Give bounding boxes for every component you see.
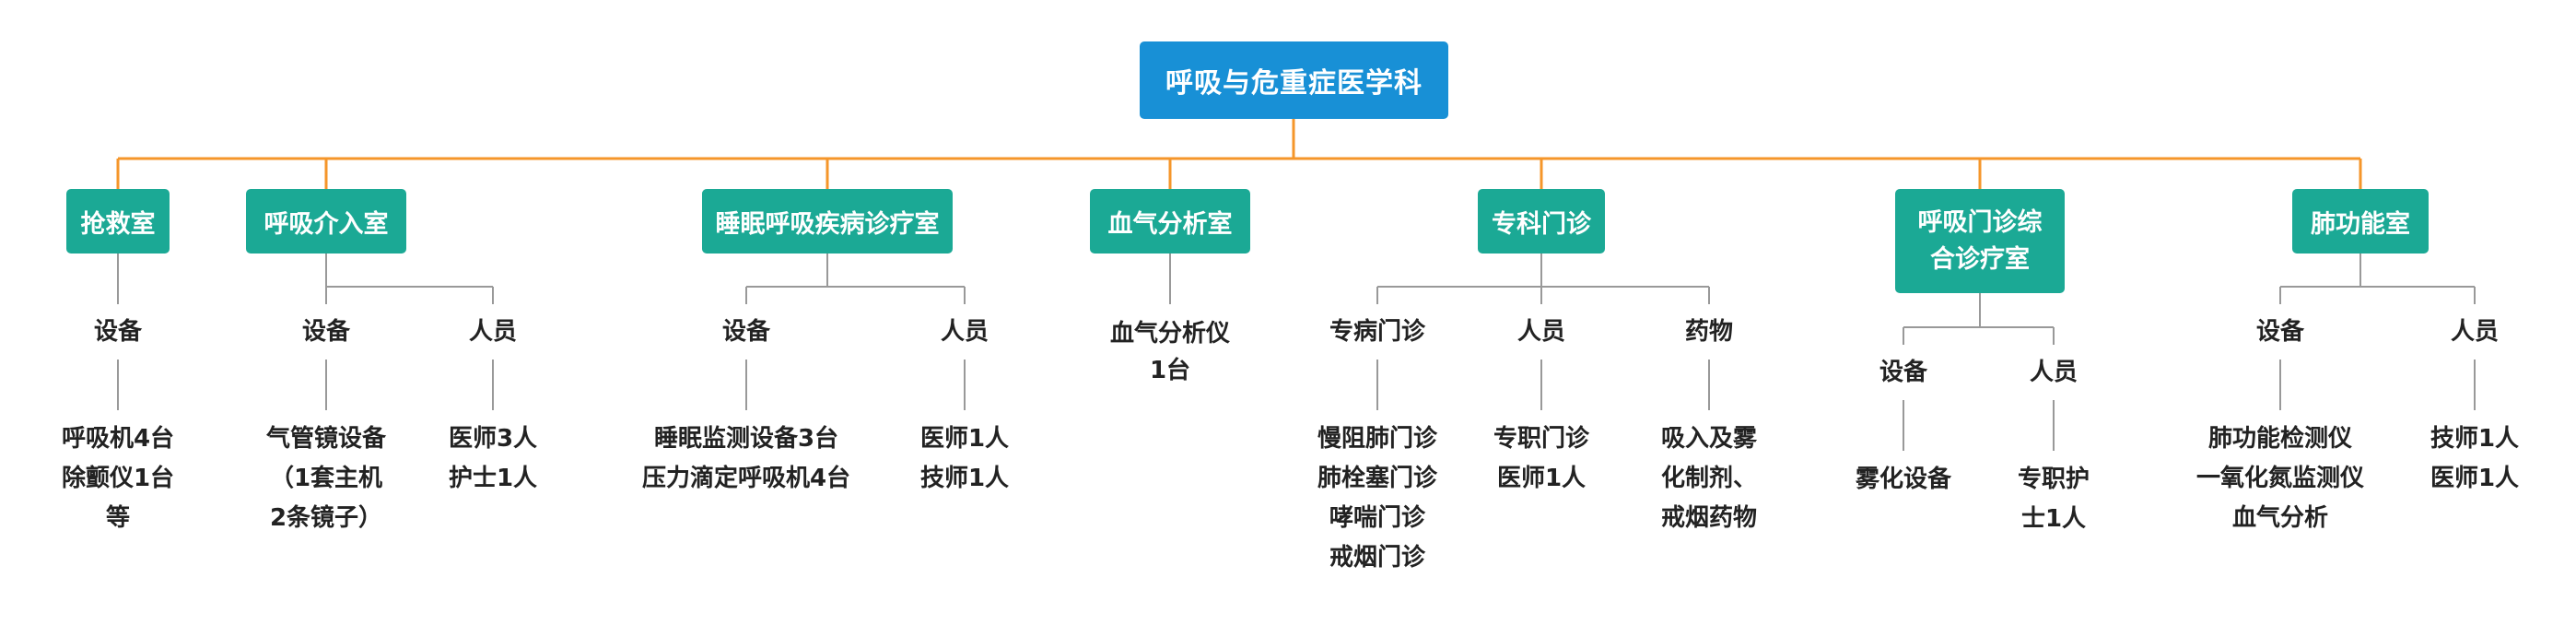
category-label: 人员 [2029, 359, 2078, 386]
dept-node-lung-function-room: 肺功能室 [2292, 189, 2429, 254]
item-list: 医师1人 技师1人 [799, 419, 1130, 499]
list-item: （1套主机 [269, 465, 383, 492]
category-line-1: 血气分析仪 [1109, 320, 1230, 348]
category-label: 设备 [2255, 318, 2304, 346]
dept-node-blood-gas-room: 血气分析室 [1090, 189, 1250, 254]
list-item: 专职护 [2017, 466, 2090, 493]
list-item: 肺栓塞门诊 [1317, 465, 1437, 492]
list-item: 医师1人 [2430, 465, 2520, 492]
list-item: 血气分析 [2231, 504, 2328, 532]
item-list: 技师1人 医师1人 [2309, 419, 2576, 499]
list-item: 护士1人 [448, 465, 538, 492]
list-item: 化制剂、 [1660, 465, 1757, 492]
item-list: 睡眠监测设备3台 压力滴定呼吸机4台 [580, 419, 912, 499]
category-label: 人员 [468, 318, 517, 346]
list-item: 等 [105, 504, 130, 532]
list-item: 戒烟门诊 [1329, 544, 1425, 572]
item-list: 呼吸机4台 除颤仪1台 等 [0, 419, 284, 538]
list-item: 呼吸机4台 [61, 425, 175, 453]
list-item: 技师1人 [919, 465, 1010, 492]
category-label: 专病门诊 [1329, 318, 1425, 346]
list-item: 除颤仪1台 [61, 465, 175, 492]
dept-node-comprehensive-clinic: 呼吸门诊综 合诊疗室 [1895, 189, 2065, 293]
dept-node-rescue-room: 抢救室 [66, 189, 170, 254]
list-item: 睡眠监测设备3台 [653, 425, 839, 453]
list-item: 技师1人 [2430, 425, 2520, 453]
item-list: 慢阻肺门诊 肺栓塞门诊 哮喘门诊 戒烟门诊 [1212, 419, 1543, 578]
item-list: 医师3人 护士1人 [327, 419, 659, 499]
list-item: 2条镜子） [269, 504, 383, 532]
list-item: 戒烟药物 [1660, 504, 1757, 532]
list-item: 哮喘门诊 [1329, 504, 1425, 532]
root-node: 呼吸与危重症医学科 [1140, 41, 1448, 119]
item-list: 专职护 士1人 [1888, 460, 2219, 539]
category-label: 血气分析仪 1台 [1078, 315, 1262, 389]
item-list: 雾化设备 [1738, 460, 2069, 500]
dept-name-line-1: 呼吸门诊综 [1917, 207, 2043, 237]
category-label: 设备 [301, 318, 350, 346]
category-label: 设备 [93, 318, 142, 346]
item-list: 吸入及雾 化制剂、 戒烟药物 [1543, 419, 1875, 538]
category-label: 人员 [940, 318, 989, 346]
category-label: 设备 [1879, 359, 1927, 386]
list-item: 医师1人 [1496, 465, 1587, 492]
list-item: 吸入及雾 [1660, 425, 1757, 453]
list-item: 一氧化氮监测仪 [2195, 465, 2364, 492]
category-label: 药物 [1684, 318, 1733, 346]
list-item: 医师1人 [919, 425, 1010, 453]
list-item: 压力滴定呼吸机4台 [641, 465, 851, 492]
dept-name-line-2: 合诊疗室 [1930, 244, 2030, 274]
list-item: 雾化设备 [1855, 466, 1951, 493]
list-item: 气管镜设备 [265, 425, 386, 453]
list-item: 肺功能检测仪 [2207, 425, 2352, 453]
item-list: 气管镜设备 （1套主机 2条镜子） [160, 419, 492, 538]
item-list: 肺功能检测仪 一氧化氮监测仪 血气分析 [2114, 419, 2446, 538]
list-item: 医师3人 [448, 425, 538, 453]
list-item: 慢阻肺门诊 [1317, 425, 1437, 453]
category-label: 人员 [2450, 318, 2499, 346]
list-item: 专职门诊 [1493, 425, 1589, 453]
list-item: 士1人 [2020, 505, 2087, 533]
item-list: 专职门诊 医师1人 [1376, 419, 1707, 499]
dept-node-interventional-room: 呼吸介入室 [246, 189, 406, 254]
dept-node-specialty-clinic: 专科门诊 [1478, 189, 1605, 254]
category-label: 设备 [721, 318, 770, 346]
dept-node-sleep-room: 睡眠呼吸疾病诊疗室 [702, 189, 953, 254]
category-line-2: 1台 [1149, 357, 1191, 384]
category-label: 人员 [1516, 318, 1565, 346]
